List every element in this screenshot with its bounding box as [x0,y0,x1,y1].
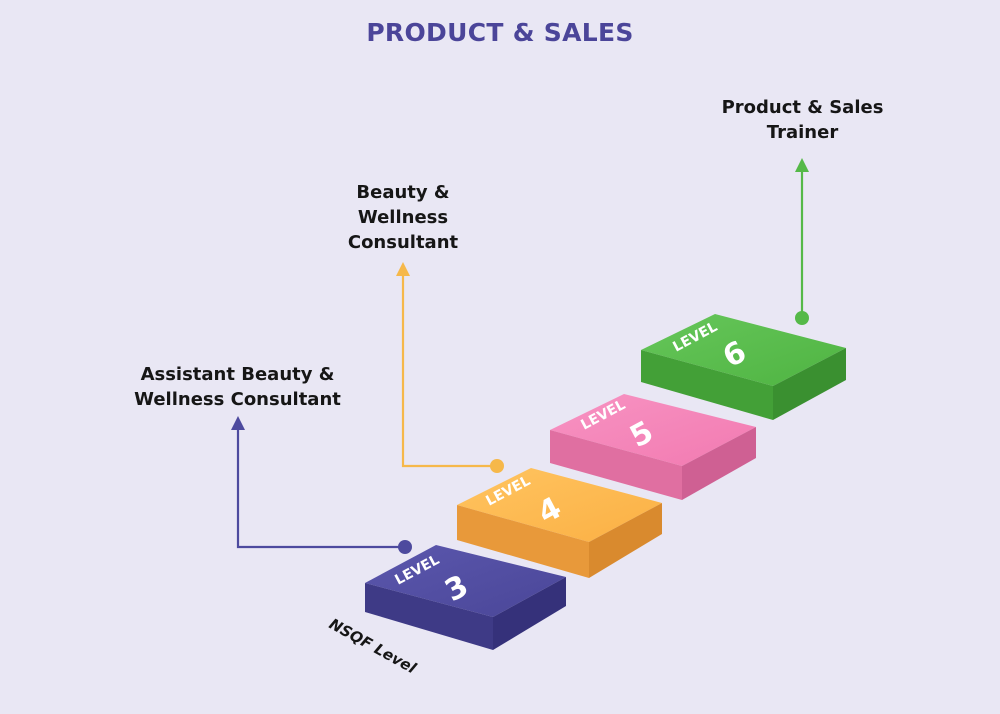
role-label-level6: Product & Sales Trainer [721,97,884,143]
arrow-head-icon [795,158,809,172]
role-label-level5: Beauty & Wellness Consultant [347,182,459,253]
arrow-head-icon [231,416,245,430]
role-label-level3: Assistant Beauty & Wellness Consultant [134,364,341,410]
step-level-6: LEVEL 6 [641,314,846,420]
connector-level5 [396,262,504,473]
arrow-head-icon [396,262,410,276]
connector-dot [398,540,412,554]
connector-level6 [795,158,809,325]
step-level-4: LEVEL 4 [457,468,662,578]
step-level-3: LEVEL 3 [365,545,566,650]
step-level-5: LEVEL 5 [550,394,756,500]
connector-dot [795,311,809,325]
connector-level3 [231,416,412,554]
axis-label: NSQF Level [326,615,420,678]
page-title: PRODUCT & SALES [366,18,634,47]
connector-dot [490,459,504,473]
